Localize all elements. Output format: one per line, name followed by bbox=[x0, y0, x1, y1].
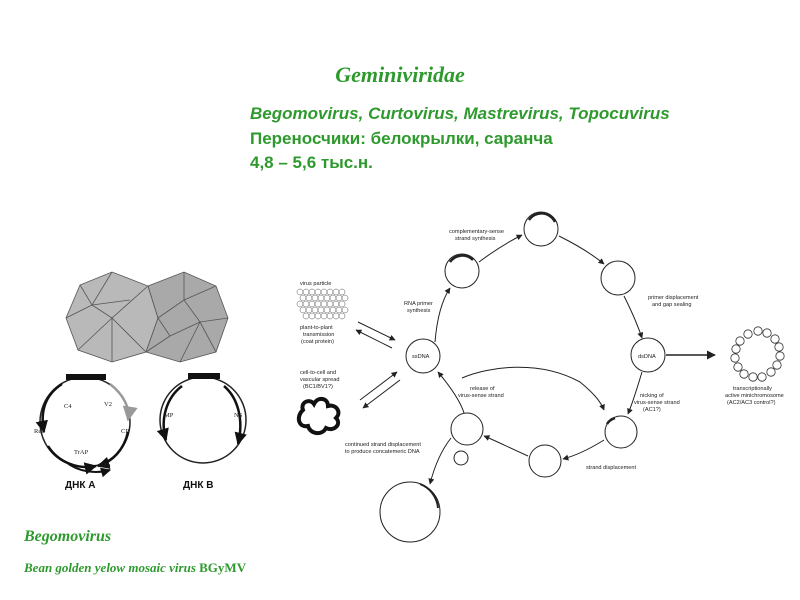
movement-complex-icon bbox=[296, 397, 341, 435]
gene-label: V2 bbox=[104, 401, 112, 408]
spread-label: vascular spread bbox=[300, 377, 340, 383]
primer-displacement-label: and gap sealing bbox=[652, 302, 692, 308]
dsdna-node-label: dsDNA bbox=[638, 354, 656, 360]
ssdna-node-label: ssDNA bbox=[412, 354, 430, 360]
genome-size-text: 4,8 – 5,6 тыс.н. bbox=[250, 153, 373, 172]
rna-primer-label: RNA primer bbox=[404, 301, 433, 307]
cycle-labels: virus particle plant-to-plant transmissi… bbox=[300, 229, 784, 471]
footer-genus: Begomovirus bbox=[24, 528, 112, 545]
release-label: virus-sense strand bbox=[458, 393, 504, 399]
complementary-label: complementary-sense bbox=[449, 229, 504, 235]
gene-label: C4 bbox=[64, 403, 72, 410]
slide-title: Geminiviridae bbox=[335, 62, 465, 87]
strand-displacement-label: strand displacement bbox=[586, 465, 637, 471]
dna-a-caption: ДНК А bbox=[65, 480, 95, 491]
vectors-text: Переносчики: белокрылки, саранча bbox=[250, 129, 553, 148]
transmission-label: (coat protein) bbox=[301, 339, 334, 345]
genera-list: Begomovirus, Curtovirus, Mastrevirus, To… bbox=[250, 104, 670, 123]
minichromosome-label: (AC2/AC3 control?) bbox=[727, 400, 776, 406]
gene-label: Rep bbox=[34, 428, 44, 435]
dna-a-map: C4 V2 Rep CP TrAP REn ДНК А bbox=[34, 374, 138, 491]
continued-label: continued strand displacement bbox=[345, 442, 421, 448]
virion-cluster-icon bbox=[296, 288, 349, 320]
twin-virion-particle bbox=[65, 271, 229, 363]
rna-primer-label: synthesis bbox=[407, 308, 431, 314]
virus-name: Bean golden yelow mosaic virus bbox=[24, 560, 196, 575]
gene-label: TrAP bbox=[74, 449, 89, 456]
spread-label: cell-to-cell and bbox=[300, 370, 336, 376]
transmission-label: plant-to-plant bbox=[300, 325, 333, 331]
transmission-label: transmission bbox=[303, 332, 334, 338]
complementary-label: strand synthesis bbox=[455, 236, 496, 242]
minichromosome-icon bbox=[730, 326, 785, 382]
dna-b-map: MP NS ДНК В bbox=[156, 373, 247, 491]
dna-b-caption: ДНК В bbox=[183, 480, 213, 491]
minichromosome-label: transcriptionally bbox=[733, 386, 772, 392]
nicking-label: (AC1?) bbox=[643, 407, 661, 413]
virus-abbreviation: BGyMV bbox=[199, 560, 247, 575]
spread-label: (BC1/BV1?) bbox=[303, 384, 333, 390]
continued-label: to produce concatemeric DNA bbox=[345, 449, 420, 455]
gene-label: CP bbox=[121, 428, 129, 435]
gene-label: REn bbox=[99, 462, 111, 469]
replication-cycle bbox=[296, 211, 785, 543]
minichromosome-label: active minichromosome bbox=[725, 393, 784, 399]
release-label: release of bbox=[470, 386, 495, 392]
gene-label: NS bbox=[234, 412, 243, 419]
gene-label: MP bbox=[164, 412, 174, 419]
virus-particle-label: virus particle bbox=[300, 281, 331, 287]
primer-displacement-label: primer displacement bbox=[648, 295, 699, 301]
nicking-label: virus-sense strand bbox=[634, 400, 680, 406]
nicking-label: nicking of bbox=[640, 393, 664, 399]
footer-virus-name: Bean golden yelow mosaic virus BGyMV bbox=[24, 560, 246, 576]
